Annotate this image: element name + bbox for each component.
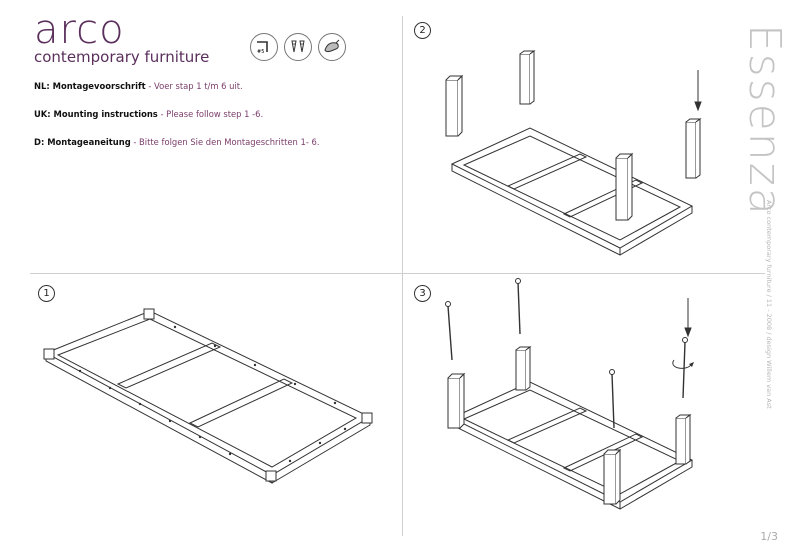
hex-key-icon: #5 [250, 33, 278, 61]
brand-tagline: contemporary furniture [34, 48, 210, 66]
product-title: Essenza [739, 24, 790, 217]
instruction-lang: UK: Mounting instructions [34, 109, 158, 119]
product-credit: Arco contemporary furniture / 11 - 2008 … [765, 200, 773, 409]
brand-name: arco [34, 7, 125, 53]
instruction-text: Voer stap 1 t/m 6 uit. [154, 81, 243, 91]
hand-tighten-icon [318, 33, 346, 61]
step-2-badge: 2 [414, 22, 431, 39]
step-3-badge: 3 [414, 285, 431, 302]
step-1-drawing [43, 308, 373, 484]
tool-icons: #5 [250, 33, 346, 61]
instructions: NL: Montagevoorschrift - Voer stap 1 t/m… [34, 80, 320, 164]
instruction-sep: - [145, 81, 155, 91]
step-1-badge: 1 [38, 285, 55, 302]
instruction-lang: NL: Montagevoorschrift [34, 81, 146, 91]
screws-icon [284, 33, 312, 61]
step-3-drawing [445, 278, 694, 510]
vertical-divider [402, 16, 403, 536]
instruction-uk: UK: Mounting instructions - Please follo… [34, 108, 320, 120]
brand-logo: arco contemporary furniture [34, 10, 209, 65]
step-2-drawing [445, 50, 702, 256]
page-number: 1/3 [760, 530, 778, 543]
hex-key-size: #5 [257, 49, 264, 55]
instruction-nl: NL: Montagevoorschrift - Voer stap 1 t/m… [34, 80, 320, 92]
instruction-lang: D: Montageaneitung [34, 137, 131, 147]
instruction-sep: - [130, 137, 140, 147]
instruction-text: Bitte folgen Sie den Montageschritten 1-… [139, 137, 320, 147]
instruction-sep: - [157, 109, 167, 119]
horizontal-divider [30, 273, 765, 274]
instruction-de: D: Montageaneitung - Bitte folgen Sie de… [34, 136, 320, 148]
instruction-text: Please follow step 1 -6. [166, 109, 264, 119]
